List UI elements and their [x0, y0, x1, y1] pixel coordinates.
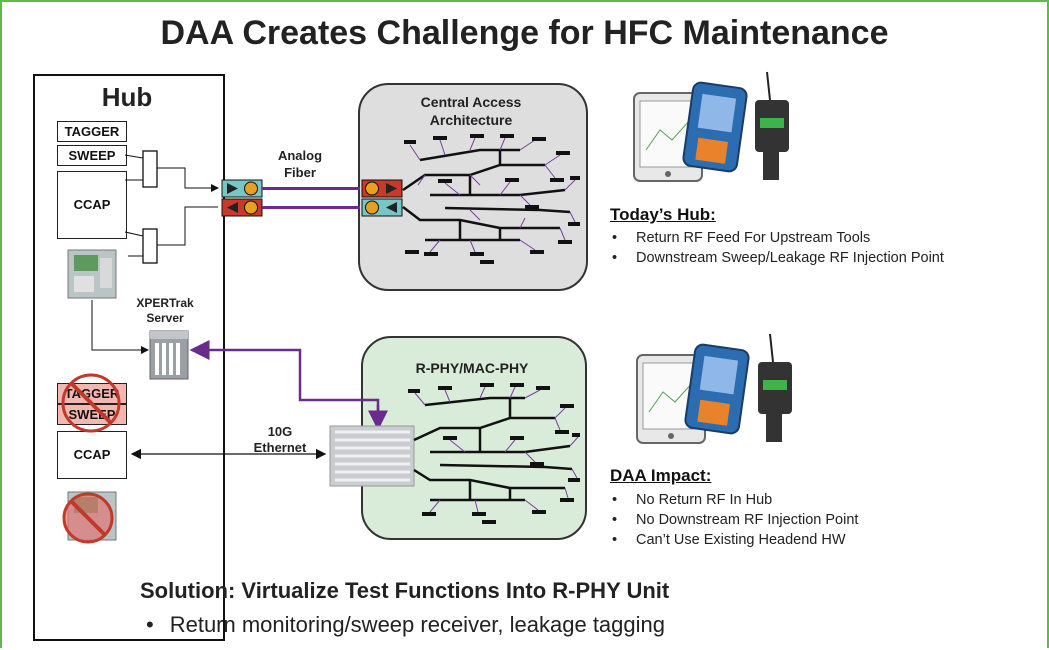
today-heading: Today’s Hub: — [610, 205, 716, 224]
handheld-probe-icon — [758, 333, 792, 442]
mgmt-ethernet-link — [189, 340, 380, 425]
combiner-icon — [124, 150, 158, 188]
hfc-homes-rphy — [408, 383, 580, 524]
handheld-probe-icon — [755, 71, 789, 180]
central-title-2: Architecture — [429, 112, 513, 128]
hub-label: Hub — [101, 82, 153, 112]
field-meter-icon — [684, 343, 750, 435]
solution-bullet: Return monitoring/sweep receiver, leakag… — [146, 612, 665, 638]
daa-bullet: Can’t Use Existing Headend HW — [610, 530, 858, 550]
central-title-1: Central Access — [420, 94, 522, 110]
fiber-label: Fiber — [284, 165, 316, 180]
hfc-homes-central — [404, 134, 580, 264]
hfc-taps-central — [409, 137, 576, 253]
hub-optical-transmitter-icon — [221, 179, 263, 198]
server-label-2: Server — [146, 311, 184, 325]
server-label-1: XPERTrak — [136, 296, 194, 310]
daa-list: No Return RF In Hub No Downstream RF Inj… — [610, 490, 858, 550]
daa-bullet: No Return RF In Hub — [610, 490, 858, 510]
slide-title: DAA Creates Challenge for HFC Maintenanc… — [160, 14, 889, 52]
disabled-tagger-sweep-icon — [61, 373, 121, 433]
hub-optical-receiver-icon — [221, 198, 263, 217]
rphy-title: R-PHY/MAC-PHY — [415, 360, 529, 376]
hub-rf-card-icon — [67, 249, 117, 299]
daa-bullet: No Downstream RF Injection Point — [610, 510, 858, 530]
hfc-plant-rphy — [413, 396, 573, 502]
today-list: Return RF Feed For Upstream Tools Downst… — [610, 228, 944, 268]
rphy-device-icon — [329, 425, 415, 487]
ccap-box: CCAP — [57, 171, 127, 239]
hfc-taps-rphy — [414, 386, 579, 513]
tagger-box: TAGGER — [57, 121, 127, 142]
hfc-plant-central — [402, 148, 571, 242]
ccap-box-daa: CCAP — [57, 431, 127, 479]
fiber-node-icon — [361, 179, 403, 217]
disabled-rf-card-icon — [62, 491, 117, 544]
daa-heading: DAA Impact: — [610, 466, 712, 485]
field-meter-icon — [682, 81, 748, 173]
today-bullet: Return RF Feed For Upstream Tools — [610, 228, 944, 248]
splitter-icon — [124, 228, 158, 264]
analog-label: Analog — [277, 148, 323, 163]
xpertrak-server-icon — [149, 330, 189, 380]
today-bullet: Downstream Sweep/Leakage RF Injection Po… — [610, 248, 944, 268]
ten-g-label: 10G — [267, 424, 293, 439]
solution-heading: Solution: Virtualize Test Functions Into… — [140, 578, 670, 603]
